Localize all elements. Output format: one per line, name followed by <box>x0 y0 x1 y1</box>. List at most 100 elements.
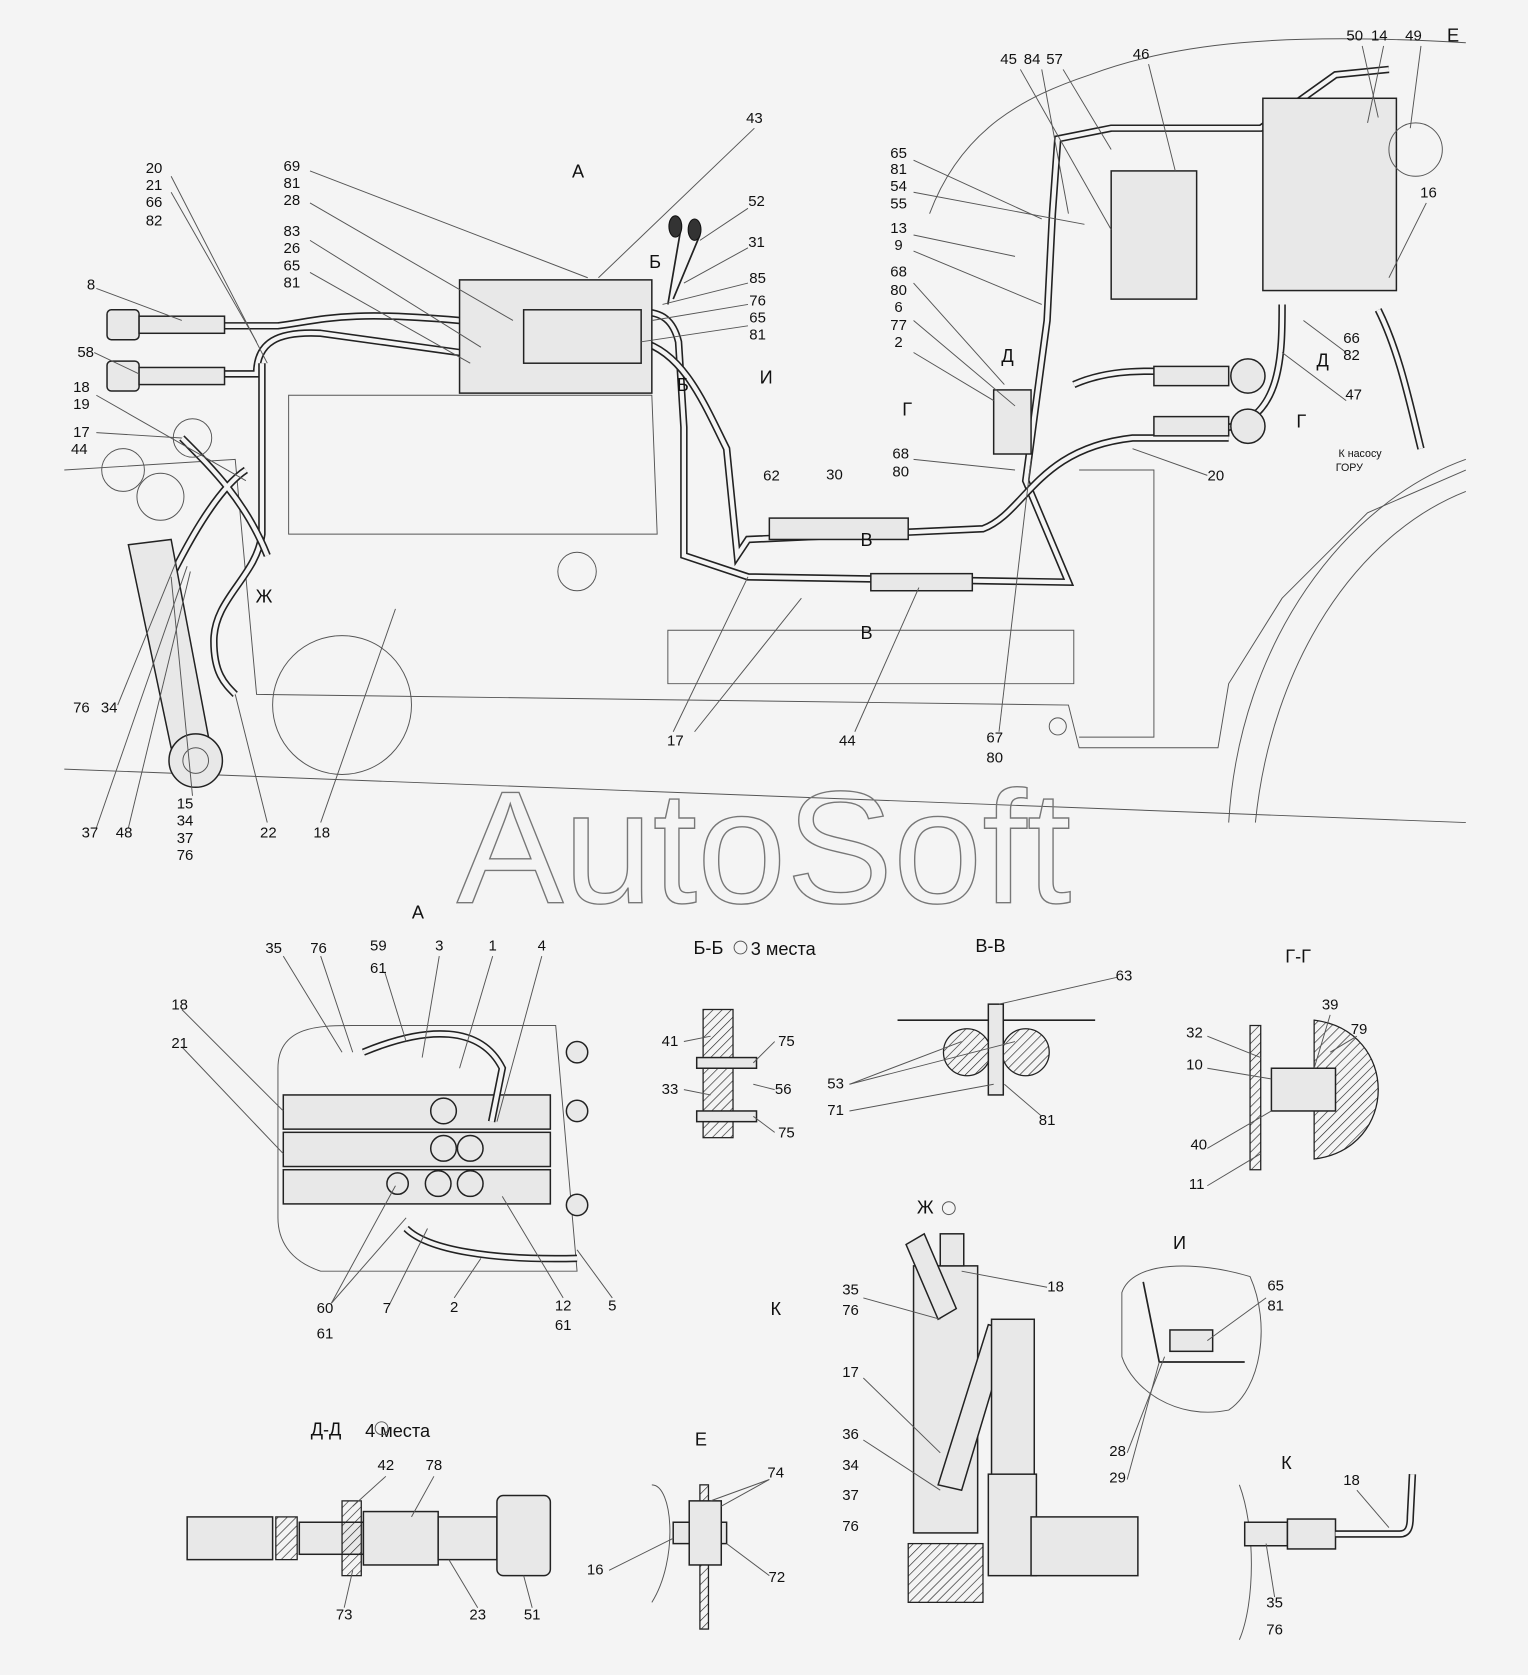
part-number-label: 82 <box>1343 347 1360 364</box>
leader-line <box>854 587 920 732</box>
part-number-label: 66 <box>1343 330 1360 347</box>
leader-line <box>1361 45 1379 118</box>
part-number-label: 21 <box>146 177 163 194</box>
part-number-label: 51 <box>524 1606 541 1623</box>
leader-line <box>863 1377 941 1454</box>
part-number-label: 44 <box>71 441 88 458</box>
leader-line <box>320 955 354 1053</box>
leader-line <box>309 170 588 279</box>
leader-line <box>1019 69 1112 230</box>
leader-line <box>496 955 543 1122</box>
leader-line <box>389 1228 428 1304</box>
leader-line <box>651 303 749 321</box>
part-number-label: 74 <box>767 1464 784 1481</box>
tractor-frame-outline <box>64 38 1467 824</box>
detail-I <box>1121 1265 1262 1413</box>
leader-line <box>641 325 749 343</box>
section-BB <box>695 1008 758 1139</box>
part-number-label: 55 <box>890 195 907 212</box>
leader-line <box>117 560 177 706</box>
leader-line <box>501 1196 564 1299</box>
rotation-icon <box>374 1421 389 1436</box>
leader-line <box>1207 1067 1272 1080</box>
view-mark: Ж <box>256 586 273 606</box>
leader-line <box>309 202 514 321</box>
part-number-label: 72 <box>769 1569 786 1586</box>
part-number-label: 76 <box>177 847 194 864</box>
part-number-label: 11 <box>1189 1176 1205 1193</box>
part-number-label: 20 <box>146 160 163 177</box>
detail-Zh <box>905 1232 1139 1604</box>
oil-tank <box>1262 97 1398 292</box>
part-number-label: 53 <box>827 1076 844 1093</box>
leader-line <box>913 282 1005 385</box>
view-mark: В <box>860 530 872 550</box>
part-number-label: 26 <box>284 240 301 257</box>
part-number-label: 83 <box>284 223 301 240</box>
leader-line <box>459 955 494 1069</box>
part-number-label: 16 <box>1420 185 1437 202</box>
section-title: К <box>770 1299 781 1319</box>
part-number-label: 32 <box>1186 1024 1203 1041</box>
part-number-label: 82 <box>146 212 163 229</box>
part-number-label: 23 <box>469 1606 486 1623</box>
leader-line <box>753 1115 775 1133</box>
part-number-labels: 4352318576658169812883266581202166828581… <box>71 28 1437 1639</box>
part-number-label: 37 <box>82 825 99 842</box>
part-number-label: 10 <box>1186 1056 1203 1073</box>
part-number-label: 17 <box>667 733 684 750</box>
part-number-label: 47 <box>1345 387 1362 404</box>
leader-line <box>127 571 191 828</box>
part-number-label: 76 <box>310 940 327 957</box>
part-number-label: 5 <box>608 1298 616 1315</box>
part-number-label: 46 <box>1133 46 1150 63</box>
leader-line <box>699 207 749 241</box>
part-number-label: 17 <box>842 1364 859 1381</box>
part-number-label: 21 <box>171 1035 188 1052</box>
part-number-label: 41 <box>662 1033 679 1050</box>
part-number-label: 44 <box>839 733 856 750</box>
part-number-label: 9 <box>894 237 902 254</box>
leader-line <box>453 1258 482 1299</box>
leader-line <box>282 955 343 1053</box>
leader-line <box>913 234 1016 257</box>
part-number-label: 77 <box>890 317 907 334</box>
view-mark: Г <box>1296 411 1306 431</box>
leader-line <box>234 694 268 823</box>
part-number-label: 30 <box>826 467 843 484</box>
leader-line <box>683 1035 711 1043</box>
part-number-label: 2 <box>450 1299 458 1316</box>
part-number-label: 56 <box>775 1081 792 1098</box>
part-number-label: 81 <box>284 274 301 291</box>
leader-line <box>710 1479 770 1502</box>
leader-line <box>1062 69 1112 150</box>
leader-line <box>421 955 440 1058</box>
part-number-label: 2 <box>894 334 902 351</box>
part-number-label: 68 <box>890 264 907 281</box>
leader-line <box>523 1575 533 1608</box>
part-number-label: 76 <box>842 1518 859 1535</box>
leader-line <box>170 192 258 343</box>
leader-line <box>181 1009 284 1112</box>
view-mark: Б <box>649 252 661 272</box>
part-number-label: 12 <box>555 1298 572 1315</box>
section-title: И <box>1173 1233 1186 1253</box>
part-number-label: 48 <box>116 825 133 842</box>
section-title: К <box>1281 1453 1292 1473</box>
part-number-label: 76 <box>749 293 766 310</box>
part-number-label: 61 <box>317 1326 334 1343</box>
leader-line <box>1356 1489 1390 1528</box>
part-number-label: 65 <box>1267 1277 1284 1294</box>
section-title: Б-Б <box>694 938 724 958</box>
leader-line <box>849 1041 962 1085</box>
part-number-label: 57 <box>1046 51 1063 68</box>
leader-line <box>683 1089 711 1096</box>
leader-line <box>94 352 140 375</box>
detail-E <box>651 1484 728 1630</box>
leader-line <box>753 1083 775 1091</box>
leader-line <box>1281 352 1347 401</box>
leader-line <box>694 597 802 733</box>
section-VV <box>897 1003 1096 1096</box>
part-number-label: 18 <box>1343 1472 1360 1489</box>
